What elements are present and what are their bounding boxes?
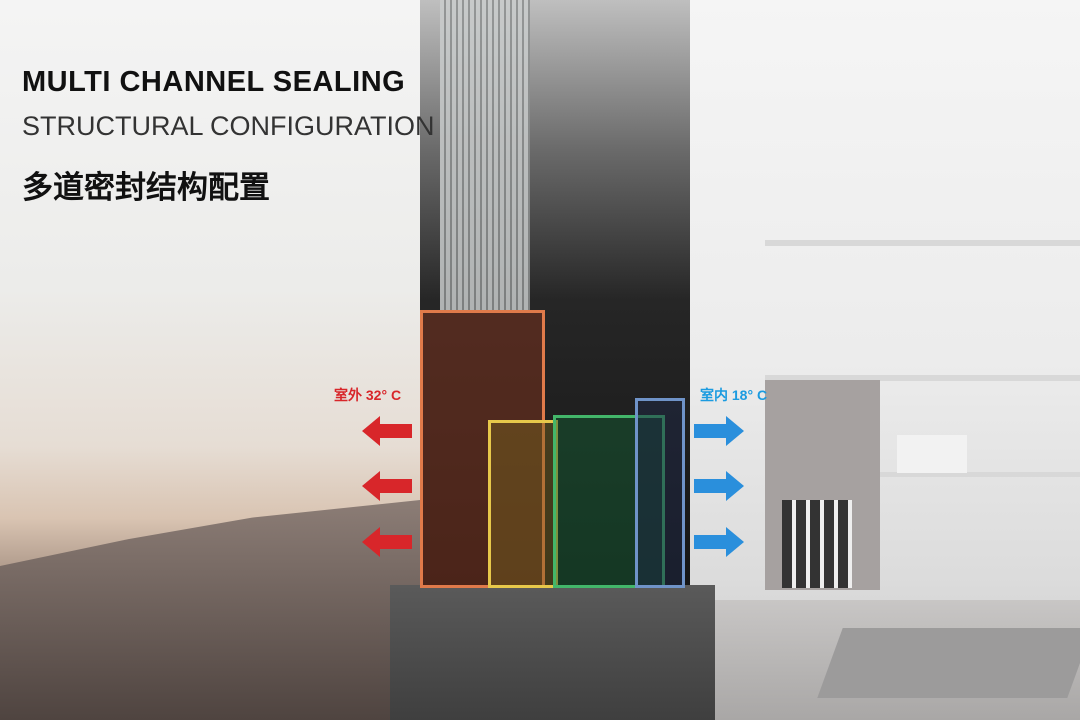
profile-chamber-middle (488, 420, 558, 588)
heading-line-2: STRUCTURAL CONFIGURATION (22, 111, 435, 141)
decor-box (897, 435, 967, 473)
shelf (765, 375, 1080, 381)
shelf (765, 240, 1080, 246)
shelf (880, 472, 1080, 477)
heat-arrow-left-icon (362, 527, 412, 557)
heading-line-1: MULTI CHANNEL SEALING (22, 66, 406, 98)
outdoor-temperature-label: 室外 32° C (334, 387, 402, 403)
indoor-temperature-label: 室内 18° C (700, 387, 768, 403)
heat-arrow-right-icon (694, 416, 744, 446)
heat-arrow-right-icon (694, 527, 744, 557)
profile-chamber-outer (420, 310, 545, 588)
heat-arrow-left-icon (362, 416, 412, 446)
glass-pane (440, 0, 530, 310)
heat-arrow-left-icon (362, 471, 412, 501)
books (782, 500, 852, 588)
rug (817, 628, 1080, 698)
heat-arrow-right-icon (694, 471, 744, 501)
concrete-base (390, 585, 715, 720)
heading-line-3: 多道密封结构配置 (22, 170, 270, 206)
profile-chamber-indoor (635, 398, 685, 588)
